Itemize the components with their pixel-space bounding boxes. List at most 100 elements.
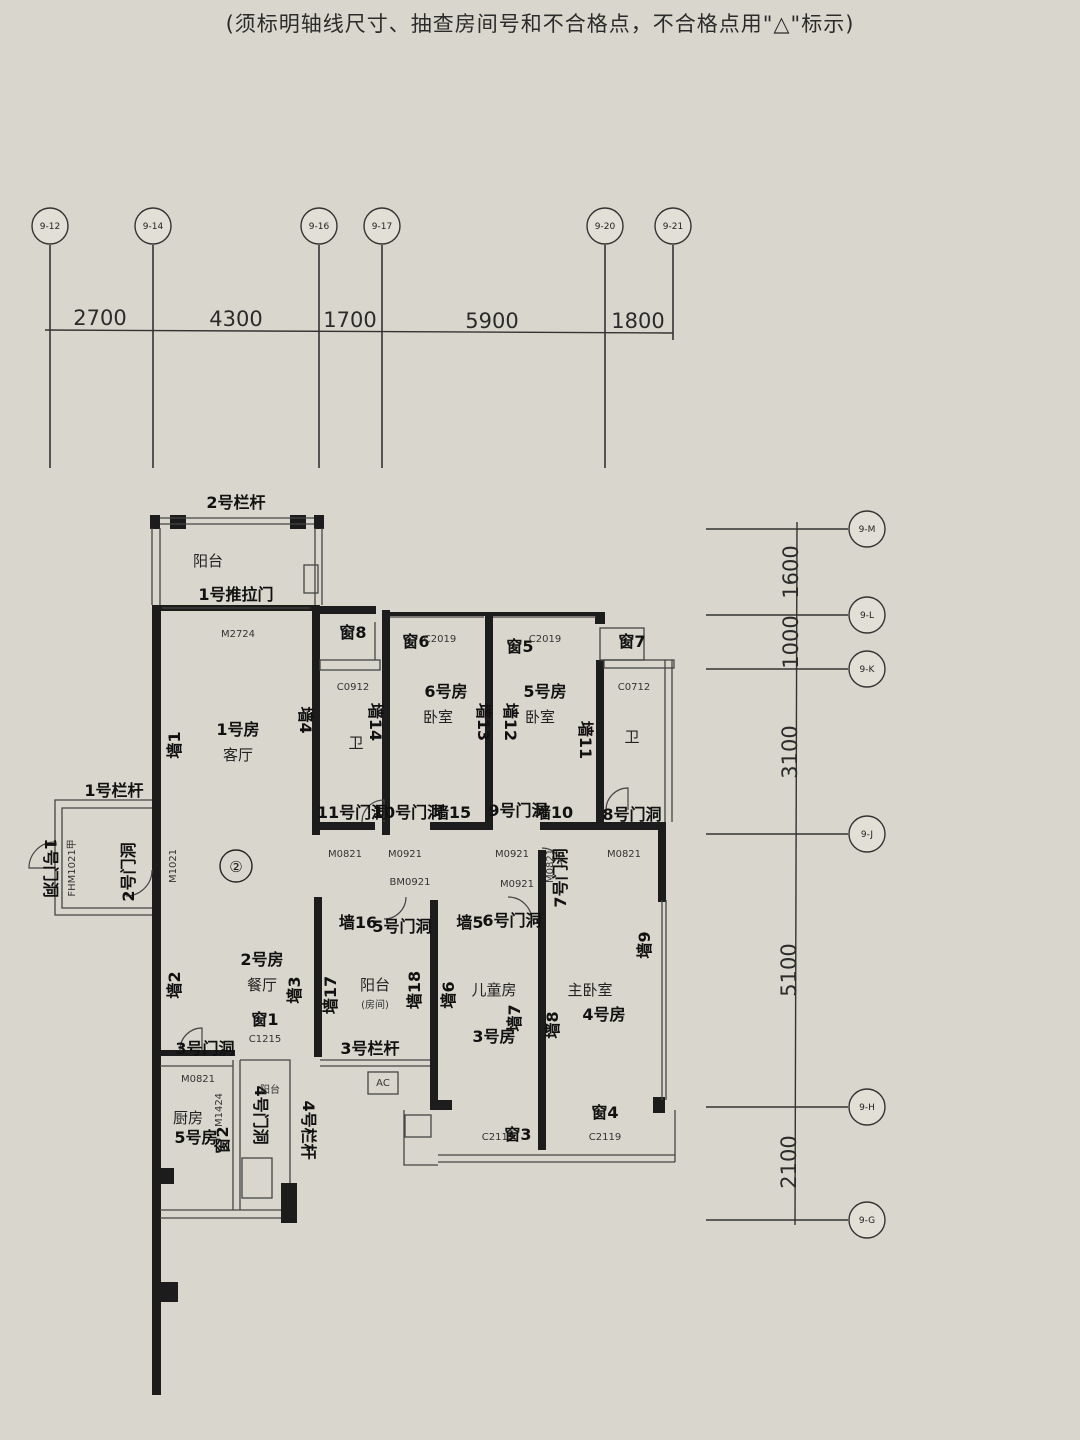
wall-segment bbox=[314, 515, 324, 529]
axis-label: 9-12 bbox=[40, 222, 60, 232]
axis-bubble-9-14 bbox=[134, 207, 172, 245]
dimension-label: 3100 bbox=[778, 725, 802, 778]
window-label: 窗7 bbox=[618, 632, 645, 651]
wall-segment bbox=[290, 515, 306, 529]
room-name: 厨房 bbox=[173, 1109, 203, 1127]
wall-label: 墙13 bbox=[474, 703, 493, 741]
wall-label: 墙8 bbox=[543, 1011, 562, 1038]
window-label: 窗6 bbox=[402, 632, 429, 651]
door-code: M1424 bbox=[214, 1093, 225, 1127]
window-code: C0912 bbox=[337, 682, 369, 693]
shaft bbox=[599, 627, 645, 661]
wall-segment bbox=[320, 822, 375, 830]
door-label: 9号门洞 bbox=[488, 801, 547, 820]
door-label: 5号门洞 bbox=[372, 917, 431, 936]
axis-label: 9-J bbox=[861, 830, 873, 840]
window-code: C2019 bbox=[424, 634, 456, 645]
door-swing bbox=[28, 841, 56, 869]
wall-label: 墙15 bbox=[433, 803, 471, 822]
balcony-label: 阳台 bbox=[193, 552, 223, 570]
door-code: M0921 bbox=[388, 849, 422, 860]
door-label: 11号门洞 bbox=[317, 803, 387, 822]
door-label: 4号门洞 bbox=[251, 1085, 270, 1144]
axis-label: 9-K bbox=[860, 665, 876, 675]
sliding-door-label: 1号推拉门 bbox=[198, 585, 273, 604]
axis-bubble-9-H bbox=[848, 1088, 886, 1126]
rail-1-label: 1号栏杆 bbox=[84, 781, 143, 800]
wall-label: 墙9 bbox=[635, 931, 654, 958]
window-code: C1215 bbox=[249, 1034, 281, 1045]
wall-segment bbox=[485, 612, 493, 830]
room-labels: 2号栏杆 阳台 1号推拉门 M2724 1号房 客厅 墙1 墙4 1号栏杆 1号… bbox=[41, 493, 662, 1160]
door-code: M0921 bbox=[495, 849, 529, 860]
wall-segment bbox=[152, 1168, 174, 1184]
wall-segment bbox=[382, 610, 390, 835]
room-number: 6号房 bbox=[424, 682, 467, 701]
door-label: 3号门洞 bbox=[175, 1039, 234, 1058]
wall-segment bbox=[653, 1097, 665, 1113]
axis-label: 9-M bbox=[859, 525, 876, 535]
door-code: M2724 bbox=[221, 629, 255, 640]
wall-segment bbox=[150, 515, 160, 529]
wall-label: 墙17 bbox=[321, 976, 340, 1014]
door-swing bbox=[179, 1027, 203, 1051]
wall-label: 墙16 bbox=[339, 913, 377, 932]
wall-segment bbox=[152, 1282, 178, 1302]
wall-label: 墙12 bbox=[501, 703, 520, 741]
window-c0712 bbox=[603, 659, 675, 669]
dimension-label: 1800 bbox=[611, 309, 664, 333]
dimension-label: 1600 bbox=[779, 545, 803, 598]
wall-label: 墙2 bbox=[165, 971, 184, 998]
door-code: M0821 bbox=[607, 849, 641, 860]
wall-segment bbox=[314, 897, 322, 1057]
wall-segment bbox=[170, 515, 186, 529]
wall-segment bbox=[152, 900, 161, 990]
door-label: 7号门洞 bbox=[551, 848, 570, 907]
wall-segment bbox=[385, 612, 597, 616]
wall-segment bbox=[596, 660, 604, 830]
window-code: C2119 bbox=[589, 1132, 621, 1143]
axis-bubble-9-M bbox=[848, 510, 886, 548]
room-name: 卧室 bbox=[525, 708, 555, 726]
door-label: 8号门洞 bbox=[602, 805, 661, 824]
entry-porch-outline bbox=[54, 799, 152, 916]
room-name: 主卧室 bbox=[567, 981, 612, 999]
wall-left-main bbox=[152, 605, 161, 1395]
room-number: 5号房 bbox=[174, 1128, 217, 1147]
unit-marker: ② bbox=[229, 858, 242, 876]
header-note: (须标明轴线尺寸、抽查房间号和不合格点，不合格点用"△"标示) bbox=[225, 12, 855, 36]
wall-label: 墙7 bbox=[505, 1004, 524, 1031]
wall-label: 墙11 bbox=[576, 721, 595, 759]
unit-marker-circle bbox=[219, 849, 253, 883]
ac-label: AC bbox=[376, 1078, 390, 1089]
room-name: 卧室 bbox=[423, 708, 453, 726]
wall-segment bbox=[595, 612, 605, 624]
ac-unit bbox=[404, 1114, 432, 1138]
dimension-label: 1700 bbox=[323, 308, 376, 332]
window-label: 窗5 bbox=[506, 637, 533, 656]
window-code: C2019 bbox=[529, 634, 561, 645]
door-swing bbox=[605, 787, 629, 811]
wall-segment bbox=[658, 822, 666, 902]
door-code: M0921 bbox=[500, 879, 534, 890]
rail-3-label: 3号栏杆 bbox=[340, 1039, 399, 1058]
top-axis-grid: 9-12 9-14 9-16 9-17 9-20 9-21 2700 4300 … bbox=[31, 207, 692, 468]
axis-bubble-9-K bbox=[848, 650, 886, 688]
rail-line bbox=[403, 1110, 438, 1166]
axis-label: 9-20 bbox=[595, 222, 616, 232]
axis-label: 9-17 bbox=[372, 222, 392, 232]
room-name: 儿童房 bbox=[471, 981, 516, 999]
dimension-label: 2700 bbox=[73, 306, 126, 330]
wall-segment bbox=[540, 822, 596, 830]
wall-label: 墙4 bbox=[296, 706, 315, 733]
axis-label: 9-16 bbox=[309, 222, 330, 232]
window-c0912 bbox=[319, 659, 381, 671]
right-axis-grid: 9-M 9-L 9-K 9-J 9-H 9-G 1600 1000 3100 5… bbox=[706, 510, 886, 1239]
door-swing bbox=[507, 896, 533, 922]
wall-label: 墙10 bbox=[535, 803, 573, 822]
wall-segment bbox=[312, 606, 376, 614]
wall-segment bbox=[160, 1050, 235, 1056]
rail-4-label: 4号栏杆 bbox=[299, 1100, 318, 1159]
dimension-label: 4300 bbox=[209, 307, 262, 331]
balcony-room-sublabel: (房间) bbox=[361, 998, 389, 1011]
